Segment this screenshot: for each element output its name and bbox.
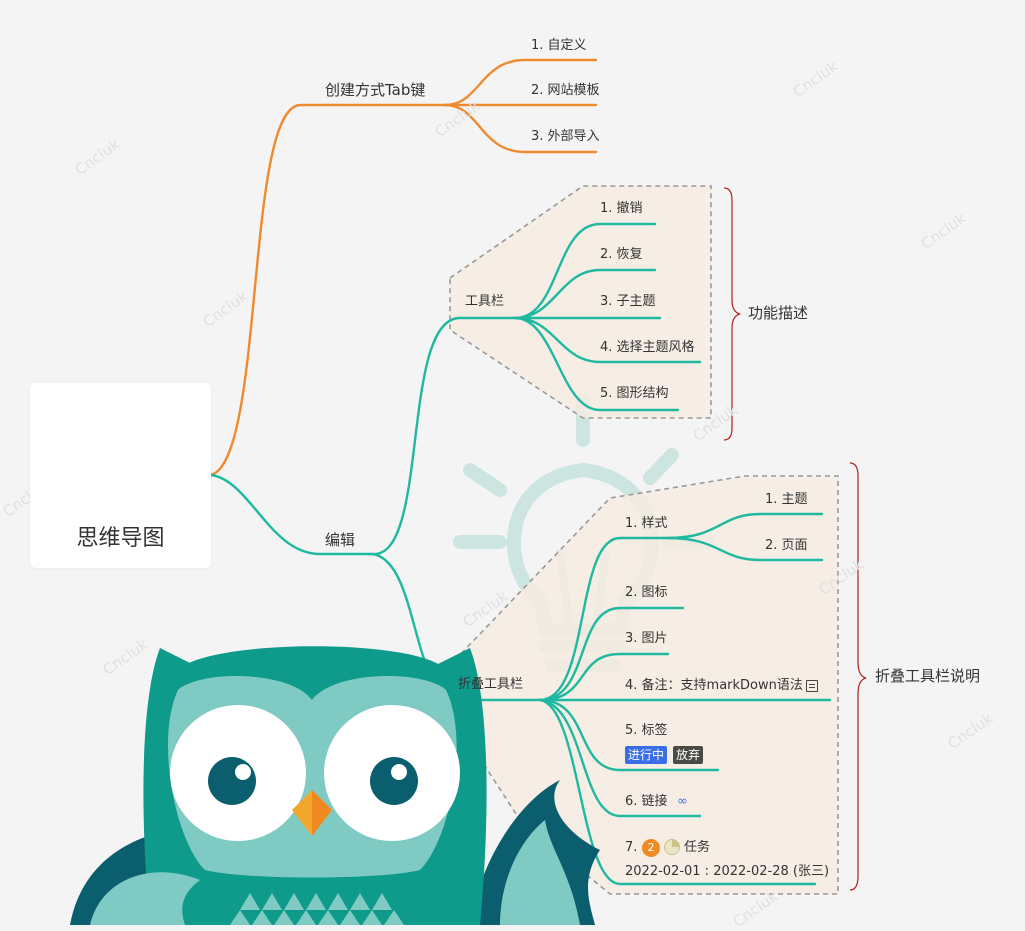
node-create-item[interactable]: 2. 网站模板 xyxy=(531,83,600,98)
node-toolbar-item[interactable]: 3. 子主题 xyxy=(600,294,656,309)
branch-create-lines xyxy=(209,58,598,477)
node-toolbar-item[interactable]: 5. 图形结构 xyxy=(600,386,669,401)
node-toolbar[interactable]: 工具栏 xyxy=(465,294,505,309)
node-tag-item[interactable]: 5. 标签 xyxy=(625,723,668,738)
node-create-method[interactable]: 创建方式Tab键 xyxy=(325,81,426,99)
node-style-child[interactable]: 2. 页面 xyxy=(765,538,808,553)
root-node[interactable]: 思维导图 xyxy=(30,383,211,568)
fold-toolbar-summary-bracket xyxy=(849,462,867,891)
node-toolbar-item[interactable]: 4. 选择主题风格 xyxy=(600,340,695,355)
node-toolbar-item[interactable]: 2. 恢复 xyxy=(600,247,643,262)
node-toolbar-item[interactable]: 1. 撤销 xyxy=(600,201,643,216)
root-title: 思维导图 xyxy=(76,526,165,551)
node-style-child[interactable]: 1. 主题 xyxy=(765,492,808,507)
node-image-item[interactable]: 3. 图片 xyxy=(625,631,668,646)
node-fold-toolbar-summary[interactable]: 折叠工具栏说明 xyxy=(875,667,981,685)
node-fold-toolbar[interactable]: 折叠工具栏 xyxy=(458,677,524,692)
node-task-dates: 2022-02-01 : 2022-02-28 (张三) xyxy=(625,864,830,879)
node-link-item[interactable]: 6. 链接 xyxy=(625,794,668,809)
node-create-item[interactable]: 3. 外部导入 xyxy=(531,129,600,144)
link-icon[interactable]: ∞ xyxy=(677,794,688,809)
node-task-item[interactable]: 任务 xyxy=(684,840,711,855)
node-task-prefix: 7. xyxy=(625,840,638,855)
node-style[interactable]: 1. 样式 xyxy=(625,516,668,531)
node-create-item[interactable]: 1. 自定义 xyxy=(531,38,587,53)
note-icon[interactable] xyxy=(806,680,818,692)
toolbar-summary-bracket xyxy=(723,187,741,441)
node-note-item[interactable]: 4. 备注：支持markDown语法 xyxy=(625,678,803,693)
node-icon-item[interactable]: 2. 图标 xyxy=(625,585,668,600)
toolbar-region-box xyxy=(449,185,712,419)
tag-in-progress[interactable]: 进行中 xyxy=(625,746,668,764)
progress-icon[interactable] xyxy=(664,839,680,855)
branch-edit-lines xyxy=(209,222,832,886)
tag-abandoned[interactable]: 放弃 xyxy=(673,746,704,764)
node-edit[interactable]: 编辑 xyxy=(325,531,356,549)
priority-icon[interactable]: 2 xyxy=(642,839,660,857)
owl-illustration xyxy=(70,646,600,925)
node-toolbar-summary[interactable]: 功能描述 xyxy=(748,304,809,322)
